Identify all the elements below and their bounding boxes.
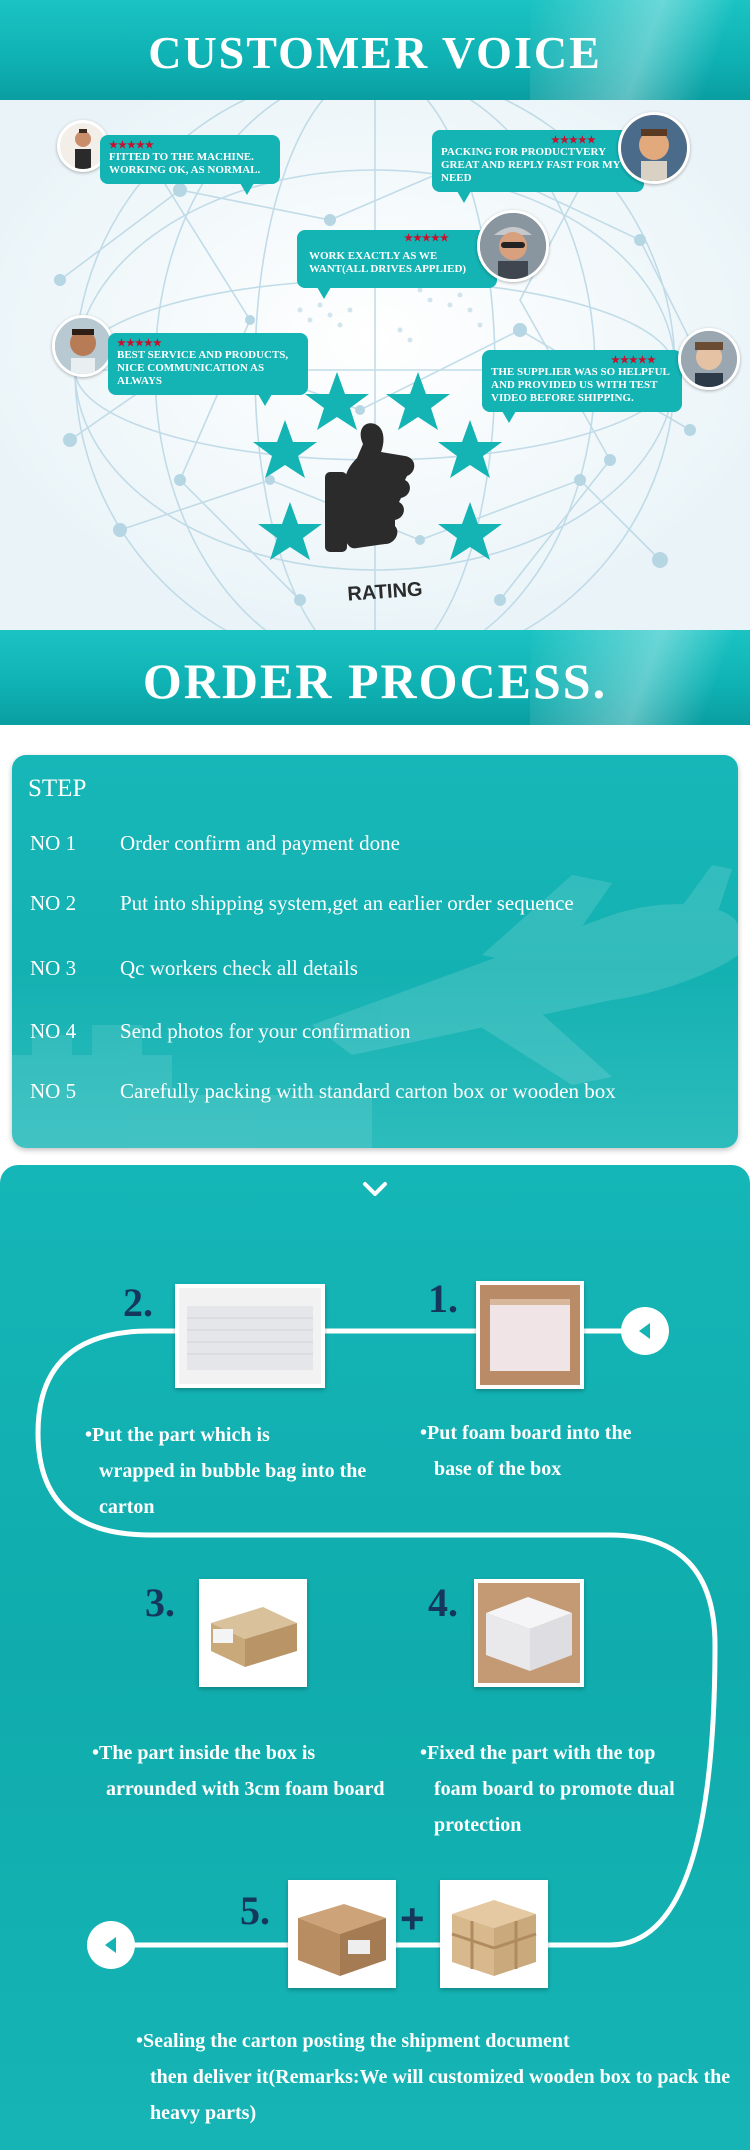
pack-step-number-5: 5. — [240, 1888, 270, 1933]
pack-step-number-2: 2. — [123, 1280, 153, 1325]
pack-bullet-4: • — [420, 1742, 428, 1764]
pack-photo-5a — [288, 1880, 396, 1988]
rating-star-icon — [253, 420, 317, 478]
pack-caption-5: •Sealing the carton posting the shipment… — [136, 2023, 736, 2131]
reviewer-avatar-2 — [618, 112, 690, 184]
pack-caption-1: •Put foam board into the base of the box — [420, 1415, 720, 1487]
flow-start-button[interactable] — [621, 1307, 669, 1355]
step-number-2: NO 2 — [30, 891, 77, 915]
rating-star-icon — [438, 420, 502, 478]
pack-caption-5-line1: Sealing the carton posting the shipment … — [143, 2030, 570, 2052]
chevron-down-icon — [363, 1182, 387, 1196]
rating-star-icon — [438, 502, 502, 560]
reviewer-avatar-5 — [678, 328, 740, 390]
pack-photo-3 — [199, 1579, 307, 1687]
step-text-3: Qc workers check all details — [120, 956, 358, 980]
review-bubble-5: ★★★★★ THE SUPPLIER WAS SO HELPFUL AND PR… — [482, 350, 682, 423]
pack-caption-4: •Fixed the part with the top foam board … — [420, 1735, 730, 1843]
customer-voice-title: CUSTOMER VOICE — [148, 27, 602, 78]
customer-voice-banner: CUSTOMER VOICE — [0, 0, 750, 100]
customer-voice-section: CUSTOMER VOICE ★★★★★ FITTED TO THE MACHI… — [0, 0, 750, 630]
review-bubble-1: ★★★★★ FITTED TO THE MACHINE. WORKING OK,… — [100, 135, 280, 195]
review-text-3: WORK EXACTLY AS WE WANT(ALL DRIVES APPLI… — [309, 250, 467, 275]
step-row-5: NO 5 Carefully packing with standard cart… — [30, 1079, 616, 1104]
pack-step-number-3: 3. — [145, 1580, 175, 1625]
reviewer-avatar-3 — [477, 210, 549, 282]
rating-star-icon — [386, 372, 450, 430]
pack-photo-1 — [476, 1281, 584, 1389]
pack-caption-4-line1: Fixed the part with the top — [427, 1742, 656, 1764]
step-text-5: Carefully packing with standard carton b… — [120, 1079, 616, 1103]
rating-star-icon — [305, 372, 369, 430]
packing-flow-section: 1. •Put foam board into the base of the … — [0, 1165, 750, 2150]
pack-caption-3-line1: The part inside the box is — [99, 1742, 316, 1764]
pack-caption-5-rest: then deliver it(Remarks:We will customiz… — [150, 2066, 731, 2124]
step-row-3: NO 3 Qc workers check all details — [30, 956, 358, 981]
arrow-left-icon — [105, 1937, 116, 1953]
review-text-4: BEST SERVICE AND PRODUCTS, NICE COMMUNIC… — [117, 349, 289, 387]
pack-photo-5b — [440, 1880, 548, 1988]
pack-caption-3: •The part inside the box is arrounded wi… — [92, 1735, 402, 1807]
pack-step-number-1: 1. — [428, 1276, 458, 1321]
pack-bullet-5: • — [136, 2030, 144, 2052]
review-stars-4: ★★★★★ — [117, 338, 162, 349]
airplane-background — [12, 865, 738, 1148]
review-stars-3: ★★★★★ — [404, 233, 449, 244]
review-stars-2: ★★★★★ — [551, 135, 596, 146]
pack-caption-2-rest: wrapped in bubble bag into the carton — [99, 1460, 367, 1518]
pack-caption-1-rest: base of the box — [434, 1458, 562, 1480]
step-row-4: NO 4 Send photos for your confirmation — [30, 1019, 410, 1044]
pack-caption-2-line1: Put the part which is — [92, 1424, 270, 1446]
pack-bullet-3: • — [92, 1742, 100, 1764]
reviewer-avatar-4 — [52, 315, 114, 377]
rating-star-icon — [258, 502, 322, 560]
arrow-left-icon — [639, 1323, 650, 1339]
review-stars-5: ★★★★★ — [611, 355, 656, 366]
pack-caption-4-rest: foam board to promote dual protection — [434, 1778, 675, 1836]
review-bubble-3: ★★★★★ WORK EXACTLY AS WE WANT(ALL DRIVES… — [297, 230, 497, 299]
pack-bullet-1: • — [420, 1422, 428, 1444]
step-number-5: NO 5 — [30, 1079, 77, 1103]
step-number-4: NO 4 — [30, 1019, 77, 1043]
review-text-1: FITTED TO THE MACHINE. WORKING OK, AS NO… — [109, 151, 261, 176]
pack-photo-2 — [175, 1284, 325, 1388]
rating-emblem — [253, 372, 502, 560]
step-number-3: NO 3 — [30, 956, 77, 980]
pack-photo-4 — [474, 1579, 584, 1687]
review-bubble-4: ★★★★★ BEST SERVICE AND PRODUCTS, NICE CO… — [108, 333, 308, 406]
thumb-hand-icon — [325, 423, 415, 552]
step-row-2: NO 2 Put into shipping system,get an earl… — [30, 891, 574, 916]
step-row-1: NO 1 Order confirm and payment done — [30, 831, 400, 856]
step-text-2: Put into shipping system,get an earlier … — [120, 891, 574, 915]
pack-bullet-2: • — [85, 1424, 93, 1446]
review-bubble-2: ★★★★★ PACKING FOR PRODUCTVERY GREAT AND … — [432, 130, 644, 203]
flow-path — [35, 1328, 718, 1948]
review-text-2: PACKING FOR PRODUCTVERY GREAT AND REPLY … — [441, 146, 621, 184]
flow-end-button[interactable] — [87, 1921, 135, 1969]
review-text-5: THE SUPPLIER WAS SO HELPFUL AND PROVIDED… — [491, 366, 670, 404]
plus-sign: + — [400, 1895, 425, 1942]
pack-caption-1-line1: Put foam board into the — [427, 1422, 632, 1444]
review-stars-1: ★★★★★ — [109, 140, 154, 151]
pack-caption-3-rest: arrounded with 3cm foam board — [106, 1778, 385, 1800]
step-text-4: Send photos for your confirmation — [120, 1019, 411, 1043]
pack-caption-2: •Put the part which is wrapped in bubble… — [85, 1417, 395, 1525]
order-process-banner: ORDER PROCESS. — [0, 630, 750, 725]
order-process-title: ORDER PROCESS. — [142, 653, 608, 709]
step-text-1: Order confirm and payment done — [120, 831, 400, 855]
step-number-1: NO 1 — [30, 831, 77, 855]
pack-step-number-4: 4. — [428, 1580, 458, 1625]
step-heading: STEP — [28, 775, 87, 802]
